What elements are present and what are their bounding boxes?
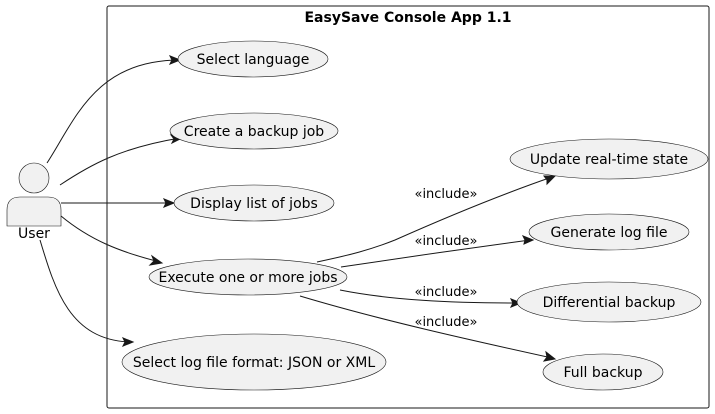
use-case-select-language[interactable]: Select language (177, 40, 329, 78)
arrowhead-select-language (168, 55, 182, 65)
edge-include-generate-log (340, 239, 531, 268)
include-label-differential: «include» (414, 285, 477, 300)
edge-include-update-state (316, 176, 553, 263)
edge-include-full (299, 295, 553, 359)
include-label-full: «include» (414, 315, 477, 330)
arrowhead-execute-jobs (148, 254, 164, 266)
use-case-display-list-of-jobs[interactable]: Display list of jobs (173, 184, 335, 222)
use-case-label: Update real-time state (530, 152, 688, 168)
edge-include-differential (339, 289, 519, 304)
edge-actor-select-log-format (39, 239, 131, 343)
arrowhead-differential (509, 298, 523, 308)
use-case-label: Create a backup job (184, 124, 325, 140)
use-case-label: Display list of jobs (190, 196, 318, 212)
actor-label: User (18, 226, 50, 242)
actor-body-icon (6, 196, 62, 227)
include-label-generate-log: «include» (414, 234, 477, 249)
use-case-label: Select log file format: JSON or XML (133, 355, 375, 371)
arrowhead-update-state (543, 175, 557, 186)
arrowhead-select-log-format (121, 337, 135, 347)
system-title: EasySave Console App 1.1 (304, 10, 511, 26)
use-case-select-log-format[interactable]: Select log file format: JSON or XML (121, 333, 387, 391)
use-case-generate-log-file[interactable]: Generate log file (528, 213, 690, 251)
use-case-full-backup[interactable]: Full backup (542, 353, 664, 391)
association-edges (39, 55, 184, 347)
use-case-create-backup-job[interactable]: Create a backup job (169, 112, 339, 150)
use-case-label: Full backup (564, 365, 643, 381)
include-edges (299, 175, 557, 362)
arrowhead-full (542, 350, 557, 362)
use-case-execute-jobs[interactable]: Execute one or more jobs (148, 258, 348, 296)
include-label-update-state: «include» (414, 187, 477, 202)
use-case-label: Generate log file (551, 225, 668, 241)
arrowhead-display-list (162, 198, 176, 208)
use-case-label: Select language (197, 52, 310, 68)
arrowhead-generate-log (521, 235, 535, 245)
use-case-differential-backup[interactable]: Differential backup (516, 281, 702, 323)
system-boundary (106, 5, 710, 409)
use-case-update-real-time-state[interactable]: Update real-time state (509, 138, 709, 180)
use-case-label: Differential backup (543, 295, 676, 311)
actor-user[interactable]: User (6, 162, 62, 242)
edge-actor-create-backup-job (59, 137, 181, 186)
edge-actor-execute-jobs (60, 215, 161, 263)
edge-actor-select-language (46, 59, 181, 164)
use-case-label: Execute one or more jobs (158, 270, 337, 286)
actor-head-icon (18, 162, 50, 194)
